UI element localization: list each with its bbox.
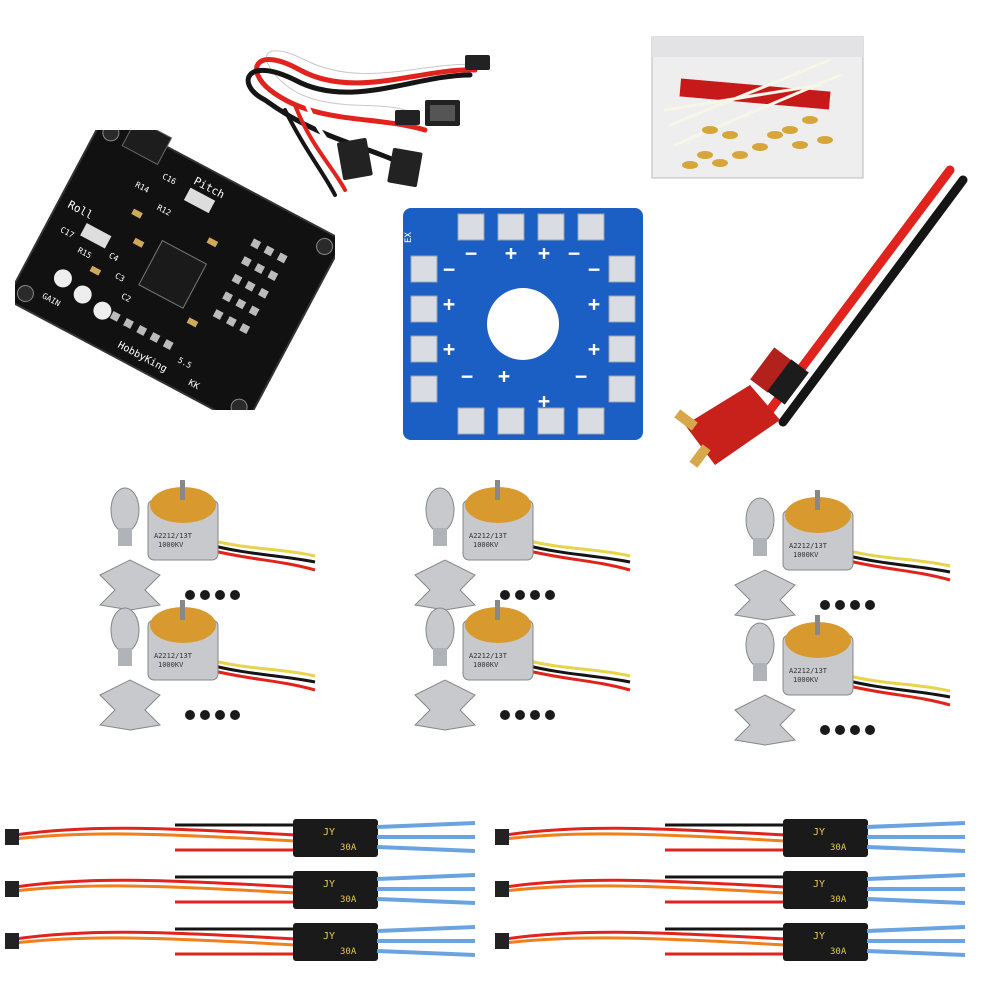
esc-unit-3: JY 30A [5,923,476,961]
motor-label-line1: A2212/13T [154,532,193,540]
esc-unit-2: JY 30A [5,871,476,909]
motor-label-line1: A2212/13T [154,652,193,660]
esc-unit-1: JY 30A [5,819,476,857]
pdb-plus-5: + [588,292,600,316]
esc-brand: JY [323,827,335,838]
esc-brand: JY [813,827,825,838]
motor-label-line1: A2212/13T [789,542,828,550]
esc-brand: JY [813,931,825,942]
esc-label: 30A [830,843,847,853]
silk-brand-sub-label: KK [186,378,201,392]
esc-label: 30A [340,843,357,853]
motor-label-line2: 1000KV [158,661,184,669]
motor-label-line2: 1000KV [793,551,819,559]
esc-unit-4: JY 30A [495,819,966,857]
silk-ref-c4: C4 [107,251,120,264]
esc-unit-5: JY 30A [495,871,966,909]
esc-brand: JY [323,879,335,890]
silk-ref-c2: C2 [120,292,133,305]
motor-kit-1: A2212/13T 1000KV [90,480,320,615]
esc-group-left: JY 30A JY 30A JY 30A [5,805,485,975]
pdb-minus-5: − [461,364,473,388]
esc-brand: JY [813,879,825,890]
servo-cable-set [225,30,495,200]
pdb-ex-label: EX [404,232,414,243]
motor-kit-4: A2212/13T 1000KV [405,600,635,735]
pdb-plus-3: + [443,292,455,316]
motor-label-line1: A2212/13T [469,532,508,540]
power-distribution-board: + + + + + + + + − − − − − − EX [403,208,643,440]
pdb-plus-2: + [538,241,550,265]
connector-bag [650,35,865,180]
pdb-minus-4: − [588,257,600,281]
esc-unit-6: JY 30A [495,923,966,961]
motor-label-line2: 1000KV [473,541,499,549]
esc-label: 30A [830,895,847,905]
esc-label: 30A [340,947,357,957]
motor-label-line2: 1000KV [793,676,819,684]
flight-controller-board: Pitch Roll GAIN HobbyKing KK C16 R14 C17… [8,115,342,425]
esc-label: 30A [830,947,847,957]
pdb-minus-2: − [568,241,580,265]
motor-kit-3: A2212/13T 1000KV [405,480,635,615]
motor-kit-5: A2212/13T 1000KV [725,490,955,625]
esc-label: 30A [340,895,357,905]
motor-label-line2: 1000KV [158,541,184,549]
pdb-minus-3: − [443,257,455,281]
battery-lead [665,160,985,480]
pdb-minus-1: − [465,241,477,265]
motor-label-line2: 1000KV [473,661,499,669]
servo-cable-image [245,48,490,197]
pdb-plus-1: + [505,241,517,265]
esc-group-right: JY 30A JY 30A JY 30A [495,805,975,975]
pdb-plus-6: + [588,337,600,361]
silk-ref-c3: C3 [113,271,126,284]
pdb-plus-8: + [538,389,550,413]
esc-brand: JY [323,931,335,942]
motor-kit-6: A2212/13T 1000KV [725,615,955,750]
motor-label-line1: A2212/13T [789,667,828,675]
pdb-plus-4: + [443,337,455,361]
motor-label-line1: A2212/13T [469,652,508,660]
motor-kit-2: A2212/13T 1000KV [90,600,320,735]
pdb-minus-6: − [575,364,587,388]
pdb-plus-7: + [498,364,510,388]
